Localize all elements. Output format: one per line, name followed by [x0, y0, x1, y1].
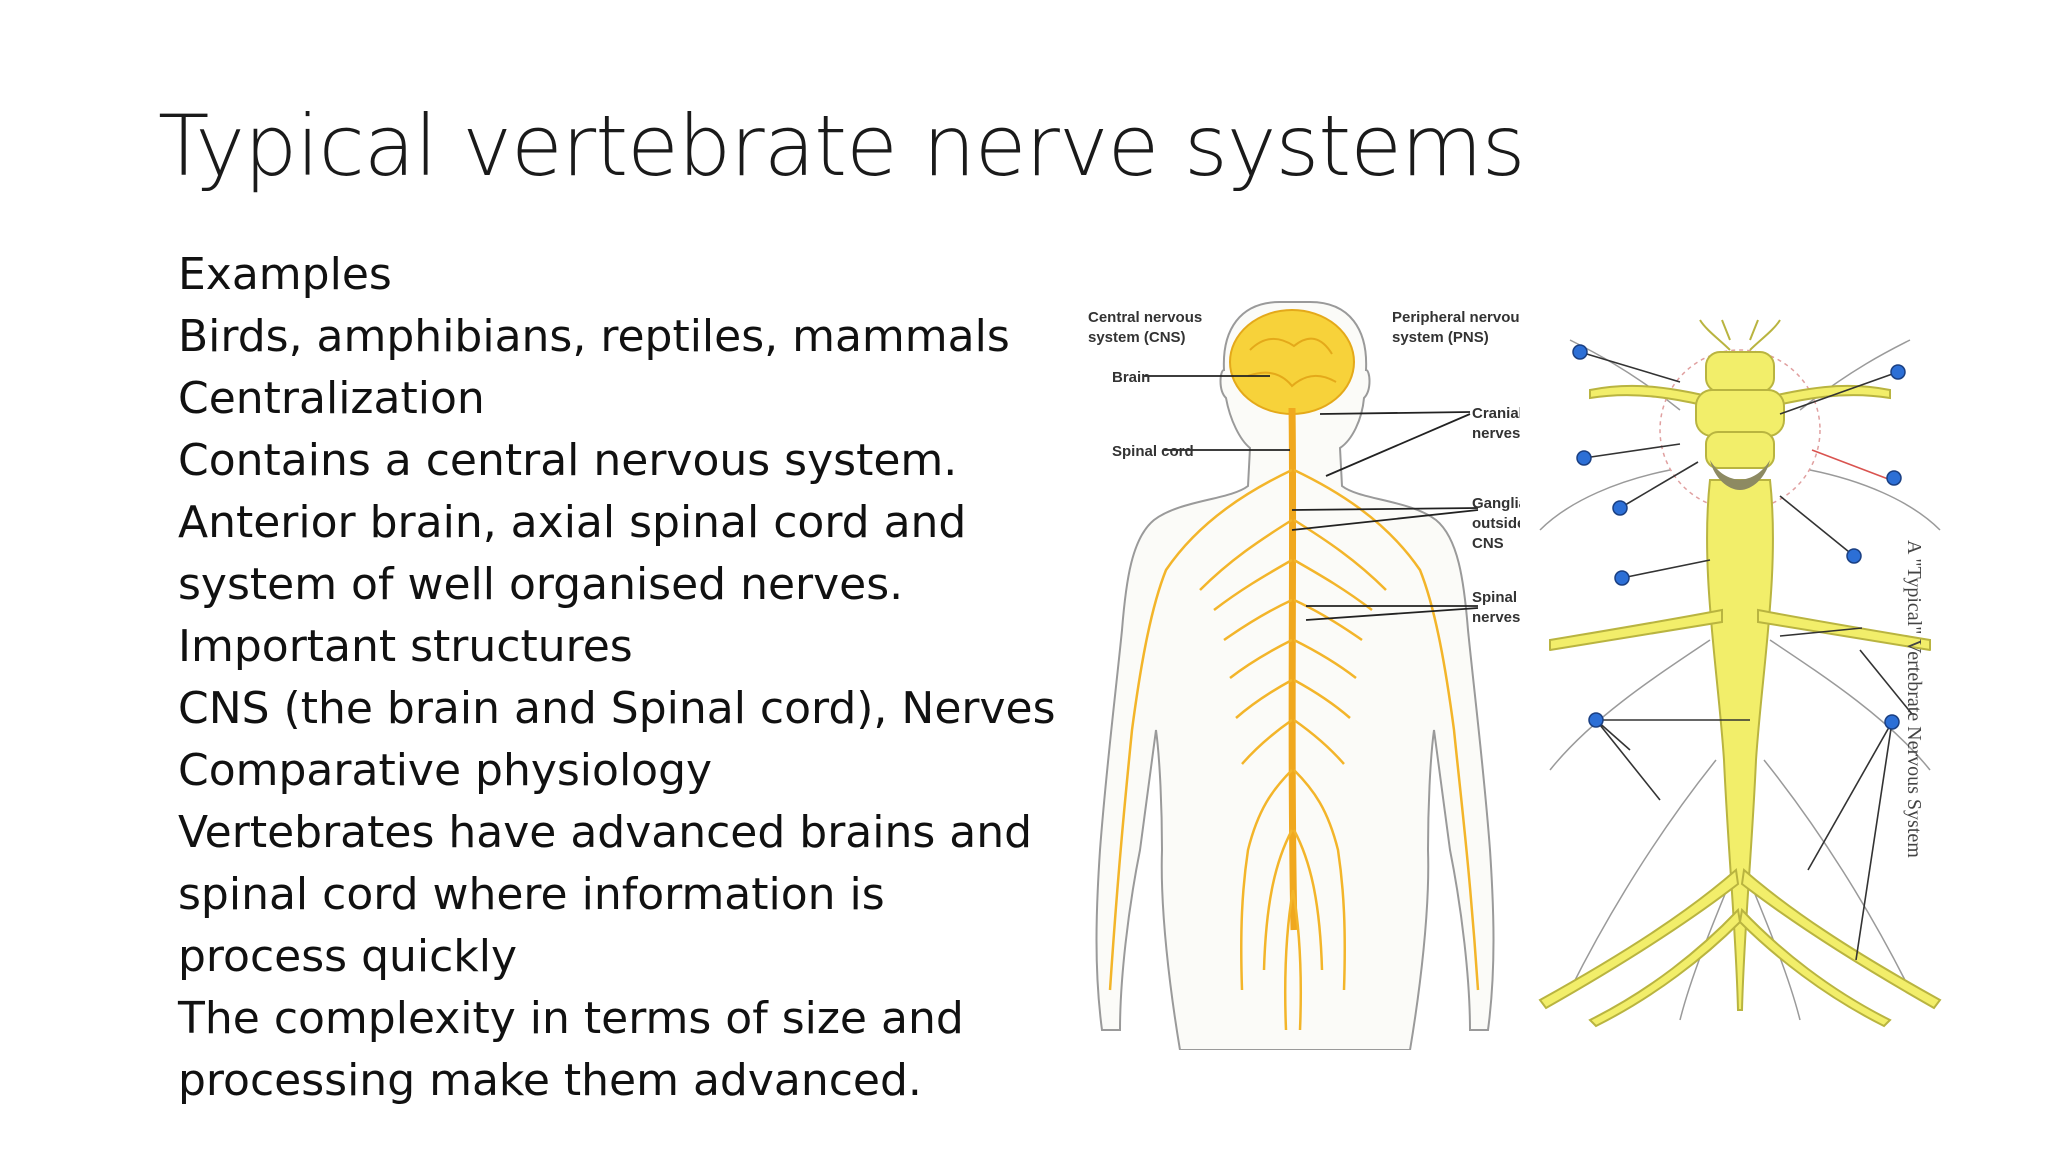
body-line: Vertebrates have advanced brains and [178, 807, 1033, 858]
body-line: spinal cord where information is [178, 869, 885, 920]
blue-markers [1572, 344, 1906, 730]
slide-title: Typical vertebrate nerve systems [158, 97, 1525, 195]
label-pointers [1144, 375, 1479, 621]
body-line: system of well organised nerves. [178, 559, 904, 610]
spinal-cord-label: Spinal cord [1112, 443, 1194, 460]
pns-label-line2: system (PNS) [1392, 329, 1489, 346]
cns-label-line1: Central nervous [1088, 309, 1202, 326]
body-line: The complexity in terms of size and [178, 993, 964, 1044]
ganglia-label-line1: Ganglia [1472, 495, 1520, 512]
body-line: Important structures [178, 621, 633, 672]
spinal-nerves-label-line1: Spinal [1472, 589, 1517, 606]
ganglia-label-line2: outside [1472, 515, 1520, 532]
spinal-nerves-label-line2: nerves [1472, 609, 1520, 626]
slide-body: Examples Birds, amphibians, reptiles, ma… [178, 244, 1056, 1112]
pointer-arrows [1579, 351, 1913, 961]
ganglia-label-line3: CNS [1472, 535, 1504, 552]
body-line: Centralization [178, 373, 485, 424]
brain-shape [1229, 309, 1355, 415]
vertebrate-figure-caption: A "Typical" Vertebrate Nervous System [1903, 540, 1925, 858]
spinal-cord-shape [1288, 407, 1298, 931]
cranial-nerves-label-line1: Cranial [1472, 405, 1520, 422]
body-line: process quickly [178, 931, 518, 982]
nerve-branches [1108, 468, 1480, 1031]
body-line: Comparative physiology [178, 745, 713, 796]
pns-label-line1: Peripheral nervous [1392, 309, 1520, 326]
human-nervous-system-figure: Central nervous system (CNS) Peripheral … [1088, 301, 1520, 1050]
brain-label: Brain [1112, 369, 1150, 386]
red-arrow [1811, 449, 1897, 483]
body-line: processing make them advanced. [178, 1055, 922, 1106]
body-line: Birds, amphibians, reptiles, mammals [178, 311, 1010, 362]
body-line: Contains a central nervous system. [178, 435, 958, 486]
body-line: Examples [178, 249, 392, 300]
vertebrate-brain [1695, 319, 1785, 469]
cns-label-line2: system (CNS) [1088, 329, 1186, 346]
body-line: CNS (the brain and Spinal cord), Nerves [178, 683, 1056, 734]
vertebrate-nervous-system-figure [1538, 319, 1942, 1028]
body-line: Anterior brain, axial spinal cord and [178, 497, 967, 548]
cranial-nerves-label-line2: nerves [1472, 425, 1520, 442]
